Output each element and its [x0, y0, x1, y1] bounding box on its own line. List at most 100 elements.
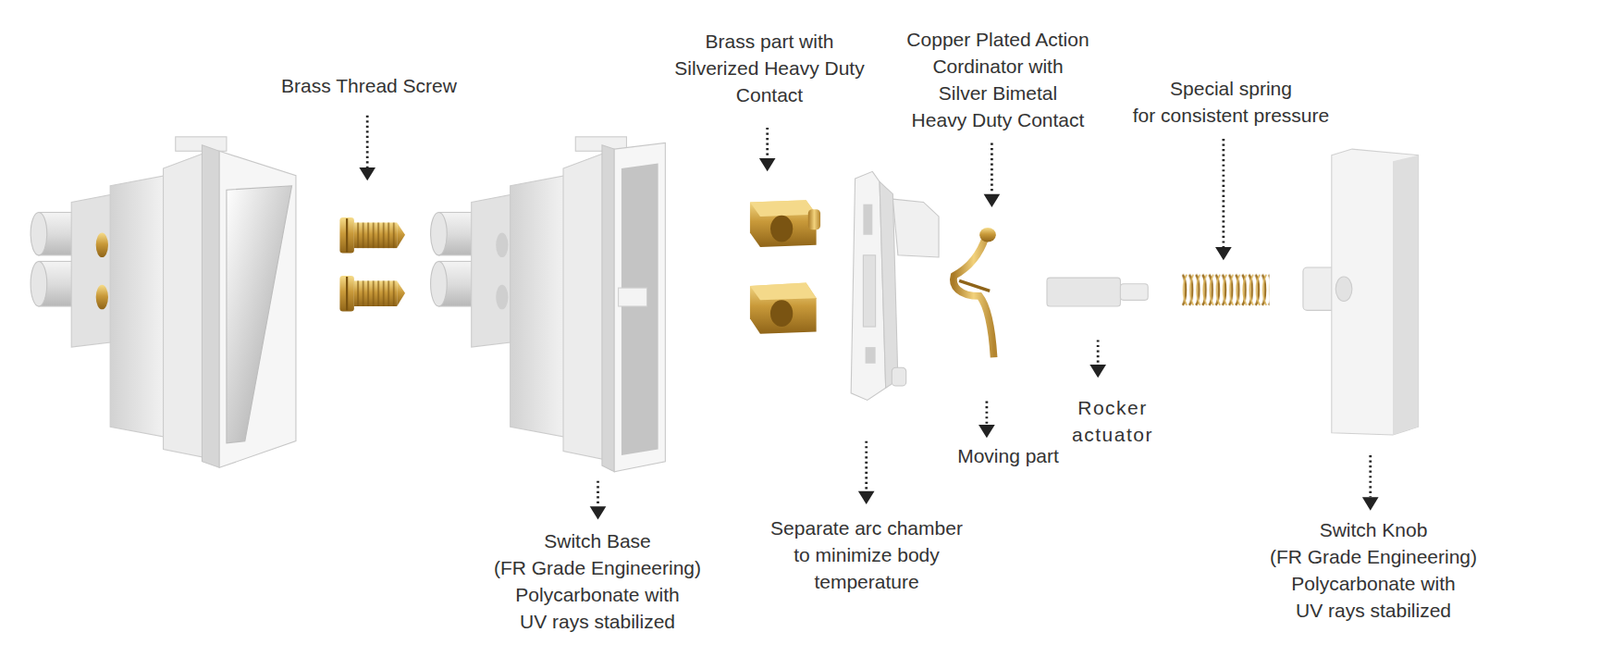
switch-base-part [618, 287, 648, 307]
assembled-switch-part [96, 233, 109, 258]
brass-contact-part [750, 283, 817, 301]
assembled-switch-part [30, 211, 48, 255]
spring-part [1181, 273, 1270, 307]
brass-contact-part [750, 283, 817, 334]
arrowheads-part [984, 194, 1001, 208]
label-line: Silverized Heavy Duty [674, 54, 864, 82]
assembled-switch-part [201, 145, 220, 468]
label-line: for consistent pressure [1132, 101, 1330, 129]
brass-screw-part [354, 222, 397, 249]
label-line: Polycarbonate with [493, 580, 702, 608]
brass-contact-part [750, 199, 817, 247]
callout-arrows-part [864, 441, 868, 492]
brass-screw-part [354, 280, 397, 307]
brass-contact-part [750, 199, 817, 217]
brass-screw-part [354, 280, 397, 307]
label-line: Special spring [1132, 74, 1330, 102]
arrowheads-part [590, 505, 607, 519]
callout-arrows-part [765, 127, 769, 159]
switch-knob-part [1335, 276, 1353, 301]
switch-base-part [495, 233, 508, 258]
switch-base-part [614, 142, 665, 471]
moving-contact-part [979, 227, 997, 242]
brass-screw-part [396, 280, 406, 307]
assembled-switch-part [226, 185, 293, 444]
arrowheads [358, 158, 1379, 520]
callout-label: Separate arc chamber to minimize body te… [770, 514, 963, 595]
switch-base-part [563, 152, 604, 459]
arrowheads-part [1362, 496, 1379, 510]
assembled-switch [30, 136, 296, 468]
label-line: Switch Base [493, 527, 702, 554]
label-line: to minimize body [770, 541, 963, 568]
arc-chamber-part [891, 367, 906, 386]
callout-label: Copper Plated Action Cordinator with Sil… [906, 25, 1089, 134]
callout-arrows-part [985, 401, 989, 425]
brass-screw-part [345, 218, 348, 252]
brass-screw-part [396, 222, 406, 249]
rocker-actuator-part [1120, 283, 1148, 301]
switch-knob-part [1392, 155, 1419, 435]
label-line: Polycarbonate with [1269, 569, 1477, 597]
callout-arrows-part [596, 480, 600, 507]
arc-chamber-part [862, 255, 875, 327]
label-line: Brass Thread Screw [281, 72, 457, 99]
label-line: Switch Knob [1269, 516, 1477, 543]
switch-base-part [471, 194, 515, 347]
assembled-switch-part [163, 152, 205, 457]
label-line: UV rays stabilized [1269, 596, 1477, 624]
callout-label: Rocker actuator [1071, 393, 1154, 448]
label-line: Copper Plated Action [906, 25, 1089, 53]
label-line: Brass part with [674, 27, 864, 55]
switch-base-part [430, 211, 448, 255]
callout-label: Moving part [957, 442, 1059, 469]
moving-contact [953, 227, 997, 357]
brass-screw-part [354, 222, 397, 249]
callout-label: Special spring for consistent pressure [1132, 74, 1330, 129]
label-line: Contact [674, 81, 864, 109]
callout-label: Brass part with Silverized Heavy Duty Co… [674, 27, 864, 109]
brass-screw [339, 217, 406, 312]
label-line: Separate arc chamber [770, 514, 963, 542]
moving-contact-part [953, 236, 995, 357]
switch-knob-part [1331, 148, 1419, 435]
label-line: Heavy Duty Contact [906, 106, 1089, 134]
arrowheads-part [978, 424, 996, 438]
label-line: UV rays stabilized [493, 607, 702, 635]
switch-base-part [510, 175, 567, 437]
arc-chamber-part [865, 346, 876, 364]
arrowheads-part [1215, 246, 1232, 260]
assembled-switch-part [110, 175, 166, 437]
brass-contact-part [770, 215, 793, 243]
brass-screw-part [339, 275, 354, 312]
label-line: Cordinator with [906, 52, 1089, 80]
assembled-switch-part [96, 284, 109, 309]
assembled-switch-part [30, 260, 48, 307]
switch-base-part [430, 260, 448, 307]
arc-chamber [850, 171, 939, 400]
rocker-actuator-part [1046, 277, 1120, 307]
callout-label: Switch Base (FR Grade Engineering) Polyc… [493, 527, 702, 635]
label-line: temperature [770, 567, 963, 595]
brass-contact [750, 199, 821, 334]
assembled-switch-part [175, 136, 227, 151]
label-line: (FR Grade Engineering) [493, 553, 702, 581]
callout-arrows-part [1096, 339, 1100, 364]
switch-base-part [495, 284, 508, 309]
brass-contact-part [770, 299, 793, 327]
arrowheads-part [1089, 364, 1107, 378]
rocker-actuator [1046, 277, 1148, 307]
switch-knob [1303, 148, 1419, 435]
callout-arrows [367, 115, 1371, 507]
brass-contact-part [808, 209, 821, 230]
switch-base-part [602, 145, 615, 472]
callout-arrows-part [366, 115, 370, 168]
callout-label: Brass Thread Screw [281, 72, 457, 99]
label-line: actuator [1071, 420, 1154, 448]
callout-arrows-part [990, 142, 994, 194]
switch-base [430, 136, 666, 472]
callout-arrows-part [1368, 455, 1372, 497]
label-line: (FR Grade Engineering) [1269, 542, 1477, 570]
arrowheads-part [759, 158, 776, 172]
